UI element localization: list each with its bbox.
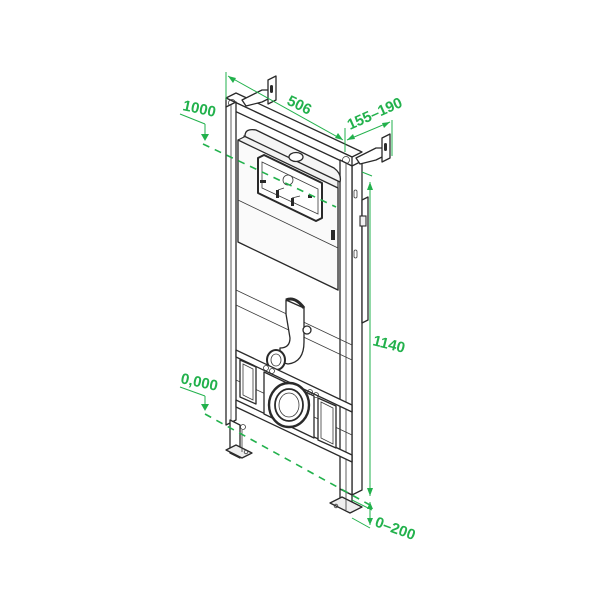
wall-bracket-right	[355, 133, 391, 165]
wall-bracket-left	[241, 75, 277, 107]
dimension-height: 1140	[361, 171, 407, 496]
level-1000-label: 1000	[181, 97, 217, 121]
dimension-width-label: 506	[284, 92, 314, 118]
dimension-wall-distance: 155–190	[345, 94, 405, 156]
level-marker-1000: 1000	[179, 97, 337, 208]
dimension-height-label: 1140	[371, 332, 407, 356]
dimension-wall-distance-label: 155–190	[345, 94, 405, 133]
level-floor-label: 0,000	[179, 370, 219, 394]
installation-frame	[225, 75, 391, 514]
dimension-foot-adjust-label: 0–200	[373, 514, 418, 544]
